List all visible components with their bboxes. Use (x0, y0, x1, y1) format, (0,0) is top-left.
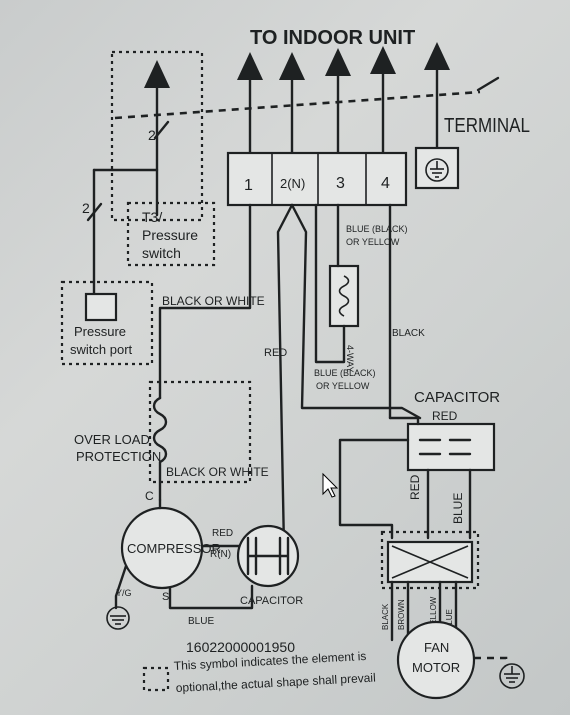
four-way-valve-coil-icon (328, 264, 360, 328)
wire-capacitor-fan-loop (338, 438, 410, 540)
t3-label-3: switch (142, 245, 181, 261)
overload-dotted-box (148, 380, 252, 484)
fan-capacitor-icon (406, 422, 496, 472)
yg-label: Y/G (116, 588, 132, 598)
wire-coil-return (314, 203, 346, 364)
t3-label-2: Pressure (142, 227, 198, 243)
diagram-title: TO INDOOR UNIT (250, 27, 415, 49)
black-or-white-top-label: BLACK OR WHITE (162, 294, 265, 308)
compressor-s-label: S (162, 591, 169, 603)
optional-dotted-area-port (60, 280, 154, 366)
fan-wire-brown-label: BROWN (397, 599, 406, 630)
terminal-4: 4 (381, 175, 390, 192)
four-way-bottom-label-2: OR YELLOW (316, 381, 370, 391)
overload-protector-icon (152, 396, 168, 502)
wire-count-tick-2 (86, 202, 103, 222)
fan-capacitor-red-label: RED (432, 409, 458, 423)
compressor-icon (120, 506, 204, 590)
pressure-port-label-1: Pressure (74, 324, 126, 339)
wire-count-mark-2: 2 (82, 200, 90, 216)
t3-label-1: T3/ (142, 209, 162, 225)
fan-connector-icon (386, 540, 474, 584)
compressor-capacitor-label: CAPACITOR (240, 595, 303, 607)
fan-blue-label: BLUE (451, 493, 465, 524)
terminal-2n: 2(N) (280, 176, 305, 191)
pressure-switch-port-icon (84, 292, 118, 322)
capacitor-plates (246, 536, 290, 576)
indoor-arrows (144, 42, 450, 217)
fan-wire-yellow-label: YELLOW (429, 596, 438, 630)
boundary-slash (476, 76, 500, 92)
compressor-rn-label: R(N) (210, 549, 231, 560)
note-line-2: optional,the actual shape shall prevail (175, 671, 376, 695)
wire-compressor-s-blue (168, 584, 254, 610)
terminal-1: 1 (244, 177, 253, 194)
compressor-red-label: RED (212, 528, 233, 539)
fan-wire-black-label: BLACK (381, 603, 390, 630)
terminal-3: 3 (336, 175, 345, 192)
mouse-pointer-icon (322, 472, 339, 498)
wire-count-mark-1: 2 (148, 127, 156, 143)
fan-wire-blue-label: BLUE (445, 609, 454, 630)
four-way-top-label-2: OR YELLOW (346, 237, 400, 247)
fan-connector-dotted-box (380, 530, 480, 590)
wire-2n-red-left (276, 203, 294, 550)
black-label: BLACK (392, 328, 425, 339)
overload-label-1: OVER LOAD (74, 432, 150, 447)
overload-label-2: PROTECTION (76, 449, 161, 464)
four-way-bottom-label-1: BLUE (BLACK) (314, 368, 376, 378)
fan-motor-label-2: MOTOR (412, 660, 460, 675)
compressor-ground-icon (106, 606, 130, 630)
wire-compressor-ground (114, 564, 128, 610)
optional-dotted-area-top (110, 50, 204, 222)
fan-ground-wire (474, 656, 508, 666)
fan-motor-label-1: FAN (424, 640, 449, 655)
terminal-label: TERMINAL (444, 114, 530, 137)
fan-red-label: RED (408, 474, 422, 500)
four-way-top-label-1: BLUE (BLACK) (346, 224, 408, 234)
blue-label: BLUE (188, 616, 214, 627)
fan-motor-wires (390, 580, 458, 642)
fan-capacitor-plates (418, 438, 472, 456)
ground-terminal-icon (414, 146, 460, 190)
fan-motor-icon (396, 620, 476, 700)
pressure-port-label-2: switch port (70, 342, 133, 357)
compressor-c-label: C (145, 489, 154, 503)
wire-2n-red-right (290, 203, 422, 420)
part-number: 16022000001950 (186, 639, 295, 655)
wire-count-tick-1 (153, 120, 170, 140)
wire-term1-overload (158, 203, 252, 400)
black-or-white-mid-label: BLACK OR WHITE (166, 465, 269, 479)
wire-capacitor-top (388, 416, 420, 426)
t3-pressure-switch-box (126, 201, 216, 267)
boundary-dash-line (114, 90, 481, 120)
fan-motor-ground-icon (499, 663, 525, 689)
terminal-block: 1 2(N) 3 4 (226, 151, 408, 207)
four-way-side-label: 4-WAY (345, 345, 355, 373)
red-label: RED (264, 347, 287, 359)
optional-symbol-icon (142, 666, 170, 692)
compressor-label: COMPRESSOR (127, 541, 221, 556)
fan-capacitor-label: CAPACITOR (414, 389, 500, 406)
